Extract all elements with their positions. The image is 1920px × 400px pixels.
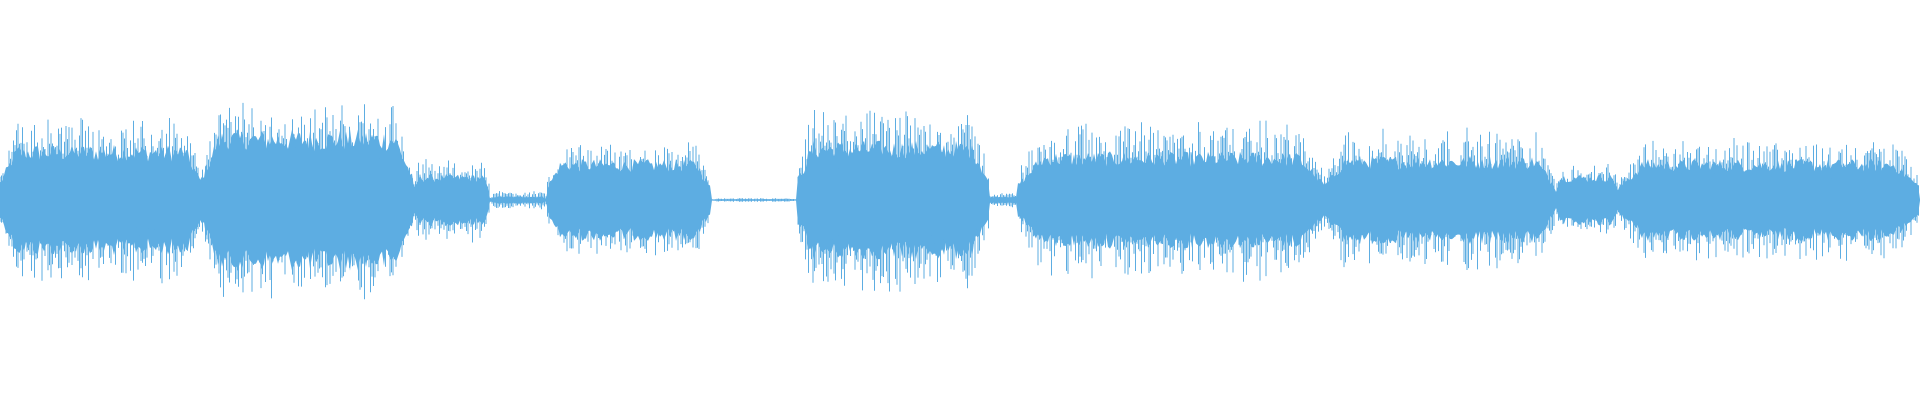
waveform-samples <box>0 102 1920 300</box>
